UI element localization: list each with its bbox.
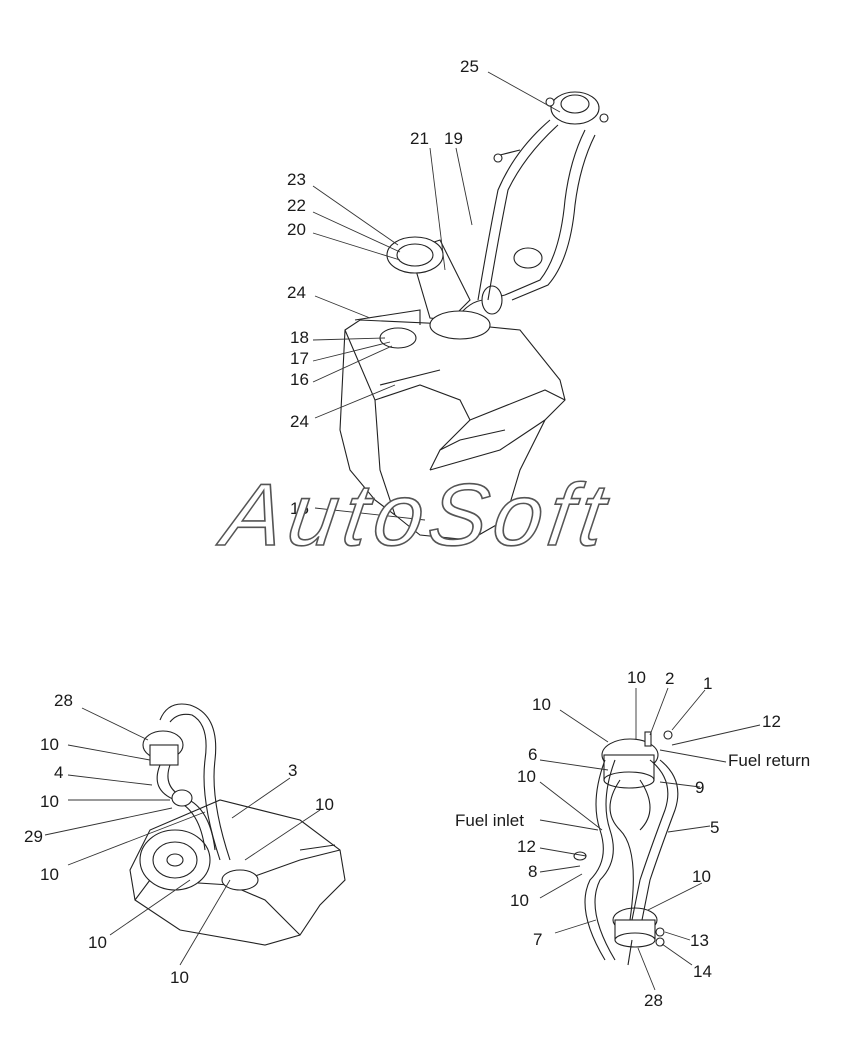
- right-label-17: 14: [693, 962, 712, 981]
- top-label-1: 21: [410, 129, 429, 148]
- left-label-5: 10: [40, 865, 59, 884]
- top-label-4: 22: [287, 196, 306, 215]
- neck-clamp: [481, 285, 503, 315]
- right-label-15: 7: [533, 930, 542, 949]
- watermark: AutoSoft: [213, 465, 617, 564]
- nut-1: [663, 730, 673, 740]
- right-label-6: 6: [528, 745, 537, 764]
- top-label-10: 24: [290, 412, 309, 431]
- right-label-4: 12: [762, 712, 781, 731]
- left-label-0: 28: [54, 691, 73, 710]
- left-assembly-drawing: 28 10 4 10 29 10 3 10 10 10: [24, 691, 346, 987]
- top-assembly-drawing: 25 21 19 23 22 20 24 18 17 16 24 15: [287, 57, 609, 541]
- right-label-11: 12: [517, 837, 536, 856]
- check-valve: [513, 247, 543, 269]
- bolt-2: [644, 731, 652, 747]
- top-label-9: 16: [290, 370, 309, 389]
- right-label-3: 10: [627, 668, 646, 687]
- right-label-10: 5: [710, 818, 719, 837]
- left-label-7: 10: [315, 795, 334, 814]
- right-label-2: 1: [703, 674, 712, 693]
- left-label-2: 4: [54, 763, 63, 782]
- left-label-3: 10: [40, 792, 59, 811]
- left-label-6: 3: [288, 761, 297, 780]
- right-label-1: 2: [665, 669, 674, 688]
- right-label-9: Fuel inlet: [455, 811, 524, 830]
- left-sender: [221, 869, 259, 891]
- fuel-tank: [339, 319, 566, 541]
- left-label-8: 10: [88, 933, 107, 952]
- right-label-5: Fuel return: [728, 751, 810, 770]
- top-label-11: 15: [290, 499, 309, 518]
- left-label-4: 29: [24, 827, 43, 846]
- tank-sender: [379, 327, 417, 349]
- right-label-12: 8: [528, 862, 537, 881]
- left-label-9: 10: [170, 968, 189, 987]
- right-assembly-drawing: 10 2 1 10 12 Fuel return 6 9 10 Fuel inl…: [455, 668, 810, 1010]
- right-label-18: 28: [644, 991, 663, 1010]
- right-label-0: 10: [532, 695, 551, 714]
- right-label-7: 9: [695, 778, 704, 797]
- left-clamp: [171, 789, 193, 807]
- top-label-6: 24: [287, 283, 306, 302]
- right-label-13: 10: [510, 891, 529, 910]
- top-label-2: 19: [444, 129, 463, 148]
- top-label-3: 23: [287, 170, 306, 189]
- top-label-5: 20: [287, 220, 306, 239]
- right-label-16: 13: [690, 931, 709, 950]
- left-label-1: 10: [40, 735, 59, 754]
- bolt-13: [655, 927, 665, 937]
- top-label-8: 17: [290, 349, 309, 368]
- right-label-14: 10: [692, 867, 711, 886]
- top-label-0: 25: [460, 57, 479, 76]
- right-label-8: 10: [517, 767, 536, 786]
- top-label-7: 18: [290, 328, 309, 347]
